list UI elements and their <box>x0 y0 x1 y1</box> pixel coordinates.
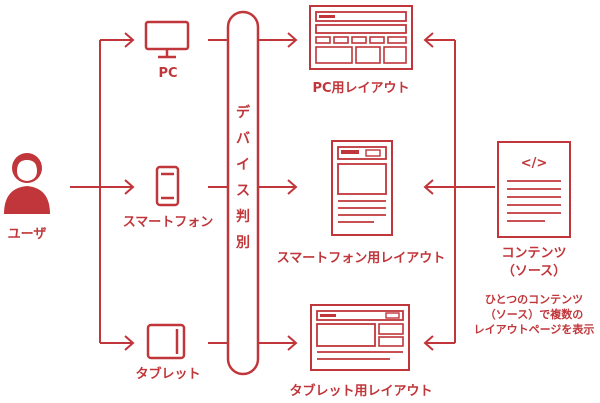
code-document-icon: </> <box>497 141 571 238</box>
detector-pill <box>226 10 260 376</box>
arrow-head-pc <box>124 32 135 48</box>
arrow-head-sp-layout <box>287 179 298 195</box>
arrow-head-smartphone <box>124 179 135 195</box>
layout-narrow-icon <box>331 140 393 236</box>
tablet-icon <box>146 323 186 360</box>
arrow-head-content-tablet <box>423 335 434 351</box>
pc-layout-node: PC用レイアウト <box>309 5 413 96</box>
layout-wide-icon <box>310 304 410 371</box>
user-icon-face <box>17 160 37 181</box>
monitor-icon <box>144 20 190 59</box>
arrow-head-tablet-layout <box>287 335 298 351</box>
detector-char: 判 <box>236 208 250 225</box>
tablet-layout-node: タブレット用レイアウト <box>289 304 433 399</box>
content-label-line1: コンテンツ <box>501 246 566 261</box>
device-detector: デ バ イ ス 判 別 <box>226 10 260 376</box>
pc-label: PC <box>158 66 177 81</box>
detector-char: 別 <box>235 235 250 251</box>
pc-layout-label: PC用レイアウト <box>312 81 409 96</box>
smartphone-label: スマートフォン <box>123 215 214 230</box>
arrow-head-content-sp <box>423 179 434 195</box>
note-line: レイアウトページを表示 <box>474 322 595 336</box>
sp-layout-label: スマートフォン用レイアウト <box>277 251 446 266</box>
user-node: ユーザ <box>4 153 50 242</box>
smartphone-node: スマートフォン <box>123 165 214 230</box>
connectors <box>70 32 495 351</box>
detector-char: デ <box>236 104 251 121</box>
arrow-head-tablet <box>124 335 135 351</box>
detector-char: バ <box>236 131 250 147</box>
note-line: （ソース）で複数の <box>485 307 583 321</box>
detector-char: ス <box>236 183 250 199</box>
detector-label: デ バ イ ス 判 別 <box>235 104 251 251</box>
smartphone-icon <box>155 165 180 207</box>
tablet-node: タブレット <box>135 323 201 382</box>
tablet-label: タブレット <box>135 366 200 382</box>
tablet-layout-label: タブレット用レイアウト <box>289 383 432 399</box>
note: ひとつのコンテンツ （ソース）で複数の レイアウトページを表示 <box>474 293 595 336</box>
layout-wide-icon <box>309 5 413 70</box>
content-label-line2: （ソース） <box>502 263 566 279</box>
detector-char: イ <box>236 157 250 173</box>
note-line: ひとつのコンテンツ <box>485 293 583 306</box>
user-label: ユーザ <box>8 227 47 242</box>
pc-node: PC <box>144 20 190 81</box>
arrow-head-content-pc <box>423 32 434 48</box>
code-glyph: </> <box>521 156 548 171</box>
sp-layout-node: スマートフォン用レイアウト <box>277 140 446 266</box>
arrow-head-pc-layout <box>287 32 298 48</box>
content-node: </> コンテンツ （ソース） <box>497 141 571 279</box>
